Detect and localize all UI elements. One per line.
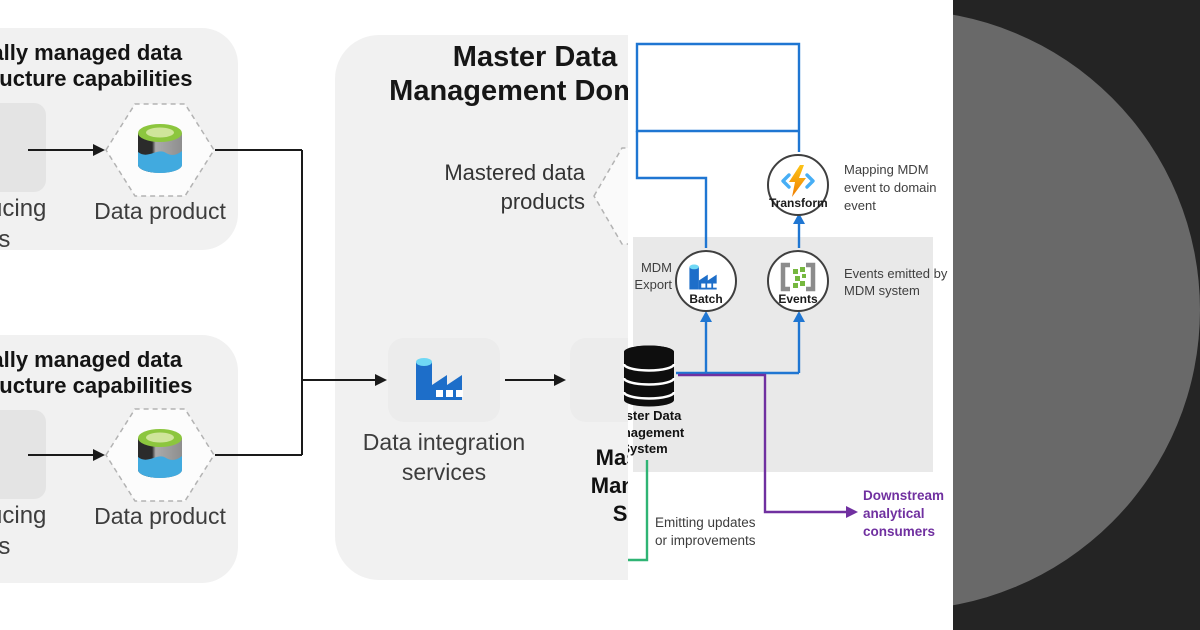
factory-icon (416, 358, 463, 400)
mapping-note: Mapping MDM event to domain event (844, 162, 937, 213)
events-label: Events (778, 292, 818, 306)
mdm-export-note: MDM Export (634, 260, 672, 292)
source-label-top: Data producing domains (0, 195, 47, 253)
mdm-detail-overlay: Transform Mapping MDM event to domain ev… (628, 0, 953, 630)
data-product-label-bottom: Data product (94, 503, 226, 529)
source-label-bottom: Data producing domains (0, 502, 47, 560)
events-icon (780, 262, 816, 292)
transform-node: Transform (767, 154, 829, 216)
factory-batch-icon (689, 264, 718, 290)
database-icon-bottom (138, 429, 182, 478)
transform-label: Transform (769, 196, 828, 210)
mdm-system-label: Master Data Management System (628, 408, 685, 456)
batch-node: Batch (675, 250, 737, 312)
emitting-note: Emitting updates or improvements (655, 515, 756, 548)
overlay-connectors (628, 42, 858, 562)
section-title-bottom: Centrally managed data infrastructure ca… (0, 347, 193, 398)
decorative-circle (953, 10, 1200, 610)
mdm-database-icon (628, 345, 676, 407)
section-title-top: Centrally managed data infrastructure ca… (0, 40, 193, 91)
source-system-box-top (0, 103, 46, 192)
function-transform-icon (781, 165, 815, 197)
mastered-products-label: Mastered data products (444, 160, 585, 214)
events-node: Events (767, 250, 829, 312)
batch-label: Batch (689, 292, 723, 306)
events-note: Events emitted by MDM system (844, 266, 948, 298)
database-icon-top (138, 124, 182, 173)
data-product-label-top: Data product (94, 198, 226, 224)
integration-label: Data integration services (362, 429, 526, 485)
dark-side-panel (953, 0, 1200, 630)
downstream-note: Downstream analytical consumers (863, 488, 945, 539)
